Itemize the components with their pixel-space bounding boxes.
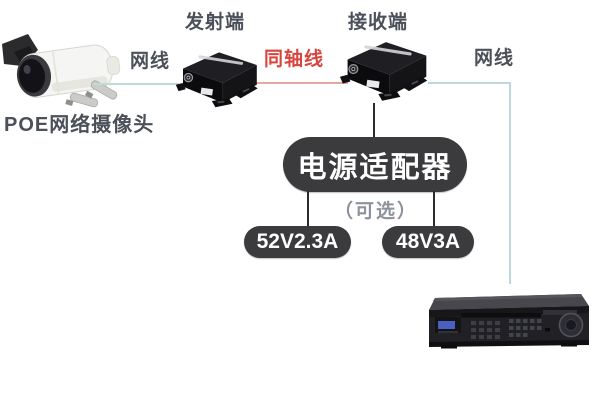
power-option-52v-label: 52V2.3A <box>256 230 339 253</box>
bullet-camera-icon <box>2 34 121 108</box>
receiver-device <box>338 36 434 104</box>
power-adapter-pill: 电源适配器 <box>283 137 467 192</box>
power-option-48v-pill: 48V3A <box>382 226 474 258</box>
coax-cable-label: 同轴线 <box>263 49 324 70</box>
net-cable-right-line-horizontal <box>428 82 511 84</box>
net-cable-left-label: 网线 <box>129 51 170 72</box>
net-cable-right-line-vertical <box>509 82 511 284</box>
optional-label: （可选） <box>334 201 419 222</box>
net-cable-right-label: 网线 <box>473 48 514 69</box>
receiver-label: 接收端 <box>348 12 409 33</box>
coax-cable-line <box>254 82 348 84</box>
receiver-box-icon <box>339 42 428 101</box>
power-option-52v-pill: 52V2.3A <box>244 226 351 258</box>
transmitter-device <box>173 47 265 110</box>
camera-label: POE网络摄像头 <box>4 114 155 136</box>
transmitter-label: 发射端 <box>185 12 246 33</box>
power-option-48v-label: 48V3A <box>395 230 461 253</box>
option-line-right <box>433 191 435 227</box>
dvr-icon <box>429 294 589 349</box>
dvr-device <box>423 290 593 352</box>
option-line-left <box>307 191 309 227</box>
transmitter-box-icon <box>175 52 258 108</box>
net-cable-left-line <box>93 83 179 85</box>
power-adapter-label: 电源适配器 <box>297 151 453 184</box>
poe-camera-image <box>0 22 135 114</box>
receiver-to-adapter-line <box>373 103 375 139</box>
